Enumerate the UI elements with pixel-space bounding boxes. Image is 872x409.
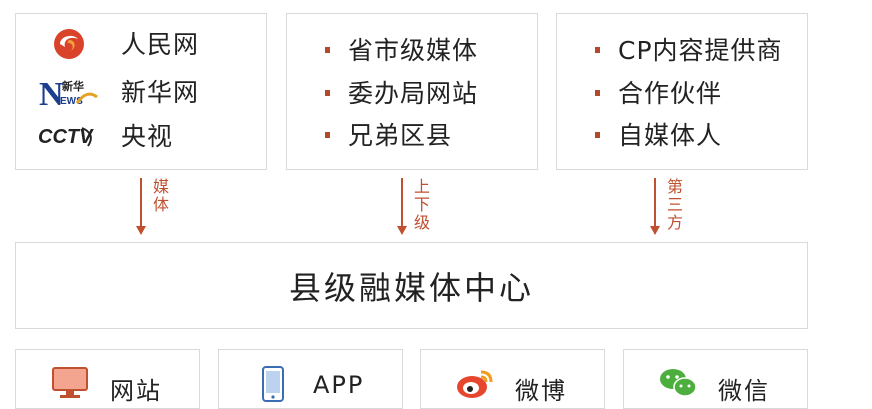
list-item-label: CP内容提供商 [618, 35, 783, 65]
bullet-icon [325, 132, 330, 138]
arrow-label: 上下级 [413, 177, 430, 232]
arrow-label: 第三方 [666, 177, 683, 232]
media-center-box: 县级融媒体中心 [15, 242, 808, 329]
bullet-icon [595, 132, 600, 138]
channel-app: APP [218, 349, 403, 409]
channel-label: 微信 [718, 377, 770, 405]
list-item-label: 合作伙伴 [618, 78, 723, 108]
list-item: 委办局网站 [325, 73, 478, 113]
channel-label: APP [313, 371, 365, 399]
weibo-icon [455, 366, 495, 406]
third-party-sources-box: CP内容提供商 合作伙伴 自媒体人 [556, 13, 808, 170]
channel-weibo: 微博 [420, 349, 605, 409]
source-label: 新华网 [121, 77, 200, 107]
source-label: 央视 [121, 121, 174, 151]
phone-icon [253, 366, 293, 406]
arrow-down-icon [650, 226, 660, 235]
list-item-label: 委办局网站 [348, 78, 479, 108]
source-row-xinhua: N 新华 EWS 新华网 [16, 72, 266, 112]
list-item-label: 省市级媒体 [348, 35, 479, 65]
svg-text:N: N [39, 76, 64, 109]
arrow-down-icon [397, 226, 407, 235]
cctv-logo: CCTV [16, 124, 121, 148]
source-row-cctv: CCTV 央视 [16, 116, 266, 156]
government-sources-box: 省市级媒体 委办局网站 兄弟区县 [286, 13, 538, 170]
source-label: 人民网 [121, 29, 200, 59]
media-sources-box: 人民网 N 新华 EWS 新华网 CCTV 央视 [15, 13, 267, 170]
channel-wechat: 微信 [623, 349, 808, 409]
list-item: 合作伙伴 [595, 73, 722, 113]
monitor-icon [50, 366, 90, 406]
list-item-label: 自媒体人 [618, 120, 723, 150]
svg-text:EWS: EWS [60, 96, 83, 107]
list-item-label: 兄弟区县 [348, 120, 453, 150]
xinhua-logo: N 新华 EWS [16, 75, 121, 109]
arrow-line [654, 178, 656, 228]
wechat-icon [658, 366, 698, 406]
list-item: CP内容提供商 [595, 30, 783, 70]
channel-label: 网站 [110, 377, 162, 405]
arrow-line [140, 178, 142, 228]
bullet-icon [325, 90, 330, 96]
arrow-media: 媒体 [136, 177, 200, 238]
source-row-people: 人民网 [16, 24, 266, 64]
bullet-icon [325, 47, 330, 53]
arrow-down-icon [136, 226, 146, 235]
arrow-label: 媒体 [152, 177, 169, 214]
svg-text:CCTV: CCTV [38, 126, 94, 148]
channel-website: 网站 [15, 349, 200, 409]
arrow-hierarchy: 上下级 [397, 177, 461, 238]
list-item: 兄弟区县 [325, 115, 452, 155]
arrow-line [401, 178, 403, 228]
list-item: 自媒体人 [595, 115, 722, 155]
svg-text:新华: 新华 [62, 79, 84, 93]
bullet-icon [595, 47, 600, 53]
list-item: 省市级媒体 [325, 30, 478, 70]
channel-label: 微博 [515, 377, 567, 405]
people-daily-logo [16, 27, 121, 61]
center-title: 县级融媒体中心 [288, 268, 534, 307]
bullet-icon [595, 90, 600, 96]
arrow-third-party: 第三方 [650, 177, 714, 238]
